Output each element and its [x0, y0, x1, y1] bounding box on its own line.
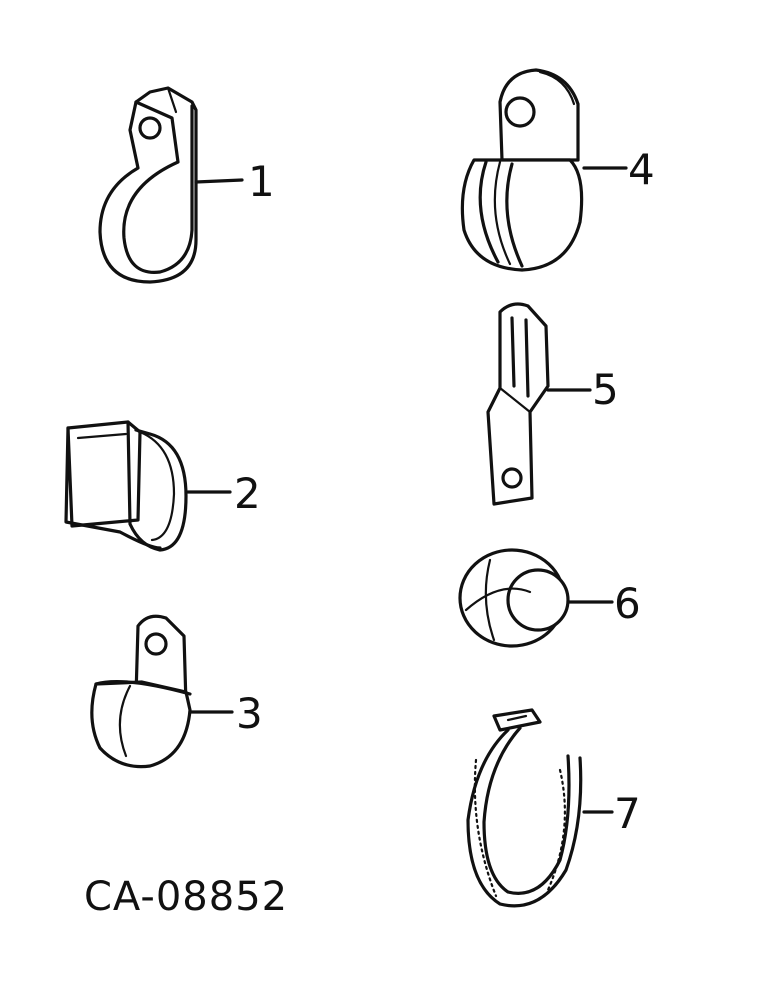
- drawing-code: CA-08852: [84, 874, 288, 920]
- callout-4: 4: [628, 145, 655, 194]
- callout-3: 3: [236, 689, 263, 738]
- grommet-icon: [458, 548, 614, 648]
- loop-clamp-icon: [90, 614, 234, 769]
- callout-5: 5: [592, 365, 619, 414]
- callout-2: 2: [234, 469, 261, 518]
- callout-6: 6: [614, 579, 641, 628]
- spring-clip-icon: [64, 420, 232, 552]
- cable-tie-icon: [466, 708, 614, 908]
- cushioned-clamp-icon: [460, 68, 628, 272]
- bracket-clip-icon: [486, 302, 592, 506]
- p-clip-icon: [98, 86, 244, 284]
- callout-7: 7: [614, 789, 641, 838]
- callout-1: 1: [248, 157, 275, 206]
